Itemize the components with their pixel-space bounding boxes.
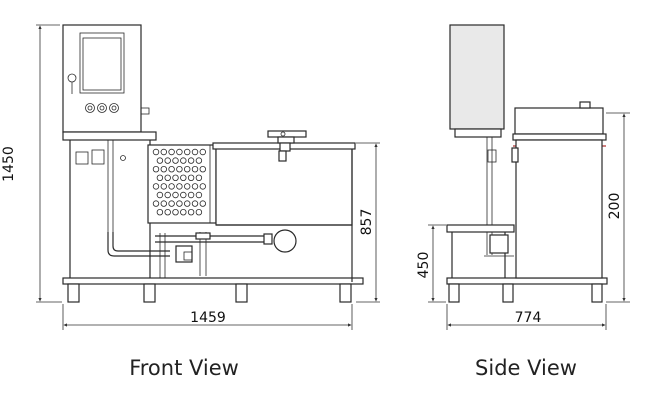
radiator-hole: [191, 148, 199, 156]
side-dimension-low-height: [428, 224, 446, 303]
side-dimension-height: [606, 112, 630, 303]
front-view: 1450 857 1459: [1, 24, 380, 330]
front-width-label: 1459: [190, 310, 226, 326]
radiator-hole: [191, 183, 199, 190]
radiator-hole: [187, 191, 195, 199]
radiator-hole: [176, 200, 183, 207]
control-cabinet: [62, 24, 150, 133]
radiator-hole: [191, 165, 199, 173]
radiator-hole: [156, 157, 164, 164]
front-frame: [62, 131, 364, 303]
radiator-hole: [180, 157, 187, 164]
radiator-hole: [187, 157, 195, 164]
radiator-hole: [180, 174, 187, 181]
side-dimension-width: [446, 304, 607, 330]
radiator-hole: [195, 174, 203, 181]
radiator-hole: [180, 208, 187, 216]
radiator-hole: [156, 208, 164, 216]
front-height-label: 1450: [1, 146, 17, 182]
radiator-hole: [176, 148, 183, 156]
radiator-panel: [147, 144, 217, 224]
radiator-hole: [199, 183, 206, 190]
radiator-hole: [183, 165, 191, 173]
radiator-hole: [195, 157, 203, 164]
piping: [107, 229, 297, 278]
radiator-hole: [168, 200, 175, 207]
front-view-caption: Front View: [129, 356, 239, 380]
side-view-caption: Side View: [475, 356, 577, 380]
side-height-label: 200: [607, 193, 623, 220]
radiator-hole: [180, 191, 187, 199]
side-tank: [511, 101, 607, 279]
radiator-holes: [152, 148, 206, 216]
radiator-hole: [176, 165, 183, 173]
radiator-hole: [152, 148, 160, 156]
side-view: 200 450 774: [416, 24, 630, 330]
radiator-hole: [172, 174, 179, 181]
side-width-label: 774: [515, 310, 542, 326]
radiator-hole: [156, 174, 164, 181]
radiator-hole: [164, 208, 171, 216]
radiator-hole: [199, 165, 206, 173]
radiator-hole: [152, 200, 160, 207]
side-low-height-label: 450: [416, 252, 432, 279]
radiator-hole: [172, 157, 179, 164]
radiator-hole: [168, 183, 175, 190]
radiator-hole: [183, 183, 191, 190]
radiator-hole: [172, 191, 179, 199]
radiator-hole: [160, 200, 167, 207]
radiator-hole: [183, 200, 191, 207]
tank: [212, 130, 356, 282]
radiator-hole: [176, 183, 183, 190]
side-cabinet: [449, 24, 505, 255]
radiator-hole: [195, 191, 203, 199]
radiator-hole: [195, 208, 203, 216]
radiator-hole: [164, 157, 171, 164]
radiator-hole: [191, 200, 199, 207]
radiator-hole: [187, 208, 195, 216]
radiator-hole: [168, 148, 175, 156]
radiator-hole: [183, 148, 191, 156]
radiator-hole: [160, 148, 167, 156]
radiator-hole: [160, 165, 167, 173]
radiator-hole: [152, 183, 160, 190]
front-tank-height-label: 857: [359, 209, 375, 236]
radiator-hole: [168, 165, 175, 173]
radiator-hole: [199, 200, 206, 207]
radiator-hole: [164, 191, 171, 199]
front-dimension-width: [62, 304, 353, 330]
radiator-hole: [156, 191, 164, 199]
front-dimension-tank-height: [356, 142, 380, 303]
radiator-hole: [199, 148, 206, 156]
radiator-hole: [164, 174, 171, 181]
radiator-hole: [152, 165, 160, 173]
front-dimension-height: [36, 24, 62, 303]
radiator-hole: [187, 174, 195, 181]
radiator-hole: [160, 183, 167, 190]
radiator-hole: [172, 208, 179, 216]
button-row: [85, 103, 119, 113]
